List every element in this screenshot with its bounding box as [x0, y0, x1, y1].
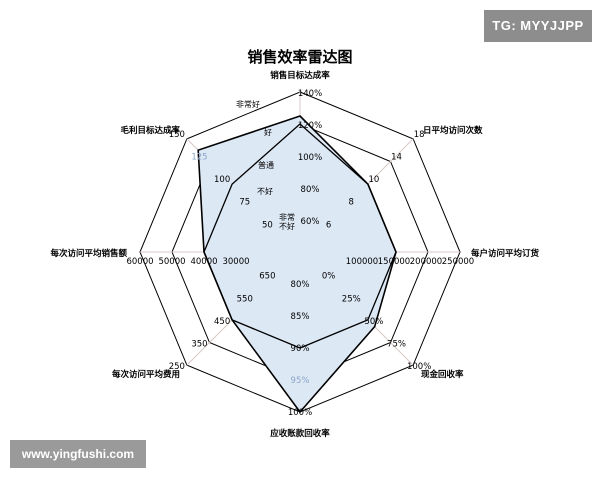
- tick-label: 60000: [126, 257, 153, 267]
- tick-label: 200000: [410, 257, 442, 267]
- tick-label: 550: [237, 294, 253, 304]
- tick-label: 80%: [301, 185, 320, 195]
- tick-label: 50000: [158, 257, 185, 267]
- tick-label: 100%: [288, 408, 312, 418]
- tick-label: 250: [169, 362, 185, 372]
- level-label: 非常好: [236, 99, 260, 109]
- axis-label: 每次访问平均销售额: [50, 248, 127, 259]
- tick-label: 650: [259, 272, 275, 282]
- level-label-line: 不好: [279, 221, 295, 231]
- axis-label: 销售目标达成率: [270, 70, 330, 81]
- axis-label: 每户访问平均订货: [471, 248, 540, 259]
- tick-label: 90%: [291, 344, 310, 354]
- tick-label: 75%: [387, 340, 406, 350]
- tick-label: 60%: [301, 217, 320, 227]
- tick-label: 350: [191, 340, 207, 350]
- tick-label: 80%: [291, 280, 310, 290]
- tick-label: 150000: [378, 257, 410, 267]
- tick-label: 100%: [298, 153, 322, 163]
- tick-label: 120%: [298, 121, 322, 131]
- axis-label: 毛利目标达成率: [120, 125, 180, 136]
- tick-label: 250000: [442, 257, 474, 267]
- tick-label: 14: [391, 152, 402, 162]
- level-label: 不好: [257, 186, 273, 196]
- tick-label: 450: [214, 317, 230, 327]
- tick-label: 95%: [291, 376, 310, 386]
- tick-label: 25%: [342, 294, 361, 304]
- standard-series-line: [203, 123, 397, 349]
- level-label-line: 非常: [279, 212, 295, 222]
- tick-label: 6: [326, 220, 331, 230]
- axis-label: 每次访问平均费用: [112, 369, 180, 380]
- site-watermark-badge: www.yingfushi.com: [10, 440, 146, 468]
- tick-label: 140%: [298, 89, 322, 99]
- tick-label: 50%: [364, 317, 383, 327]
- tick-label: 85%: [291, 312, 310, 322]
- level-label: 普通: [258, 160, 274, 170]
- tick-label: 150: [169, 130, 185, 140]
- tick-label: 125: [191, 152, 207, 162]
- tick-label: 8: [349, 198, 354, 208]
- tick-label: 30000: [222, 257, 249, 267]
- tick-label: 100000: [346, 257, 378, 267]
- tg-watermark-badge: TG: MYYJJPP: [484, 10, 592, 42]
- tick-label: 100: [214, 175, 230, 185]
- radar-series: [197, 115, 397, 414]
- chart-title: 销售效率雷达图: [247, 48, 352, 66]
- tick-label: 18: [414, 130, 425, 140]
- tick-label: 10: [368, 175, 379, 185]
- axis-label: 应收账款回收率: [270, 428, 330, 439]
- axis-label: 日平均访问次数: [423, 125, 483, 136]
- tick-label: 100%: [407, 362, 431, 372]
- level-label: 好: [264, 127, 272, 137]
- axis-label: 现金回收率: [421, 369, 464, 380]
- tick-label: 75: [239, 198, 250, 208]
- tick-label: 0%: [322, 272, 336, 282]
- tick-label: 40000: [190, 257, 217, 267]
- level-label: 非常不好: [279, 212, 295, 231]
- tick-label: 50: [262, 220, 273, 230]
